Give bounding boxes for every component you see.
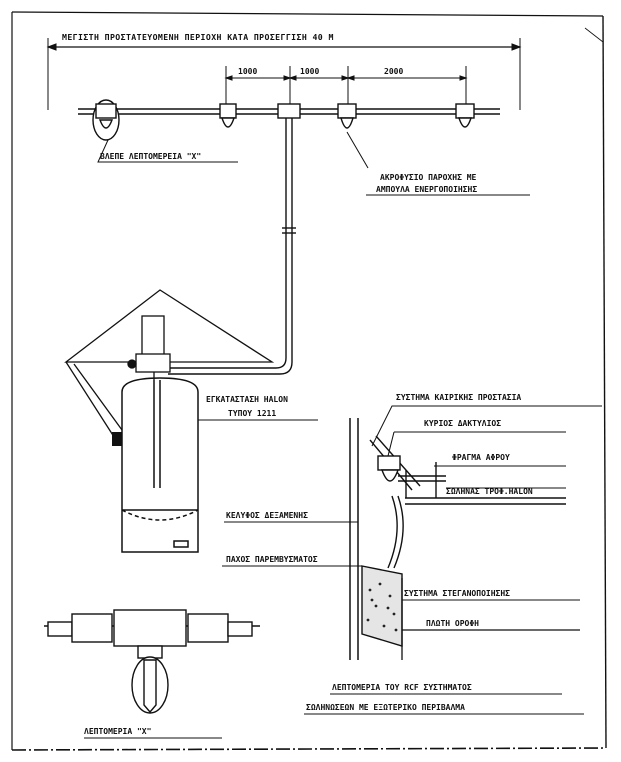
system-protection-label: ΣΥΣΤΗΜΑ ΚΑΙΡΙΚΗΣ ΠΡΟΣΤΑΣΙΑ [396,393,521,402]
halon-side-bracket [112,432,122,446]
waterproofing-label: ΣΥΣΤΗΜΑ ΣΤΕΓΑΝΟΠΟΙΗΣΗΣ [404,589,510,598]
max-area-dimension [46,38,522,110]
rcf-title-line2: ΣΩΛΗΝΩΣΕΩΝ ΜΕ ΕΞΩΤΕΡΙΚΟ ΠΕΡΙΒΑΛΜΑ [306,703,465,712]
foam-barrier-label: ΦΡΑΓΜΑ ΑΦΡΟΥ [452,453,510,462]
tee-fitting [277,103,301,119]
halon-label-line1: ΕΓΚΑΤΑΣΤΑΣΗ HALON [206,395,288,404]
max-area-label: ΜΕΓΙΣΤΗ ΠΡΟΣΤΑΤΕΥΟΜΕΝΗ ΠΕΡΙΟΧΗ ΚΑΤΑ ΠΡΟΣ… [62,32,334,42]
floating-roof-deck [401,578,580,660]
see-detail-leader [97,139,238,163]
dimension-1000-b: 1000 [300,67,319,76]
detail-x-label: ΛΕΠΤΟΜΕΡΙΑ "Χ" [84,727,151,736]
seal-pad [361,565,403,647]
floating-roof-label: ΠΛΩΤΗ ΟΡΟΦΗ [426,619,479,628]
roof-assembly [369,435,566,569]
thickness-label: ΠΑΧΟΣ ΠΑΡΕΜΒΥΣΜΑΤΟΣ [226,555,318,564]
tank-shell-label: ΚΕΛΥΦΟΣ ΔΕΞΑΜΕΝΗΣ [226,511,308,520]
nozzle-2 [337,103,357,129]
drawing-frame [11,11,607,751]
tank-shell-wall [349,418,359,660]
nozzle-label-line1: ΑΚΡΟΦΥΣΙΟ ΠΑΡΟΧΗΣ ΜΕ [380,173,477,182]
detail-x-fitting [44,609,260,714]
halon-feed-pipe-label: ΣΩΛΗΝΑΣ ΤΡΟΦ.HALON [446,487,533,496]
rcf-leaders [222,405,602,601]
nozzle-3 [455,103,475,128]
halon-valve [127,315,171,380]
nozzle-left [92,99,120,141]
seal-texture [366,582,398,632]
dimension-1000-a: 1000 [238,67,257,76]
nozzle-1 [219,103,237,128]
feed-pipe [168,118,296,375]
nozzle-leader [346,131,530,196]
main-ring-label: ΚΥΡΙΟΣ ΔΑΚΤΥΛΙΟΣ [424,419,501,428]
dimension-2000: 2000 [384,67,403,76]
see-detail-label: ΒΛΕΠΕ ΛΕΠΤΟΜΕΡΕΙΑ "Χ" [100,152,201,161]
halon-label-line2: ΤΥΠΟΥ 1211 [228,409,276,418]
halon-cylinder [121,377,199,553]
rcf-title-line1: ΛΕΠΤΟΜΕΡΙΑ ΤΟΥ RCF ΣΥΣΤΗΜΑΤΟΣ [332,683,472,692]
nozzle-label-line2: ΑΜΠΟΥΛΑ ΕΝΕΡΓΟΠΟΙΗΣΗΣ [376,185,477,194]
